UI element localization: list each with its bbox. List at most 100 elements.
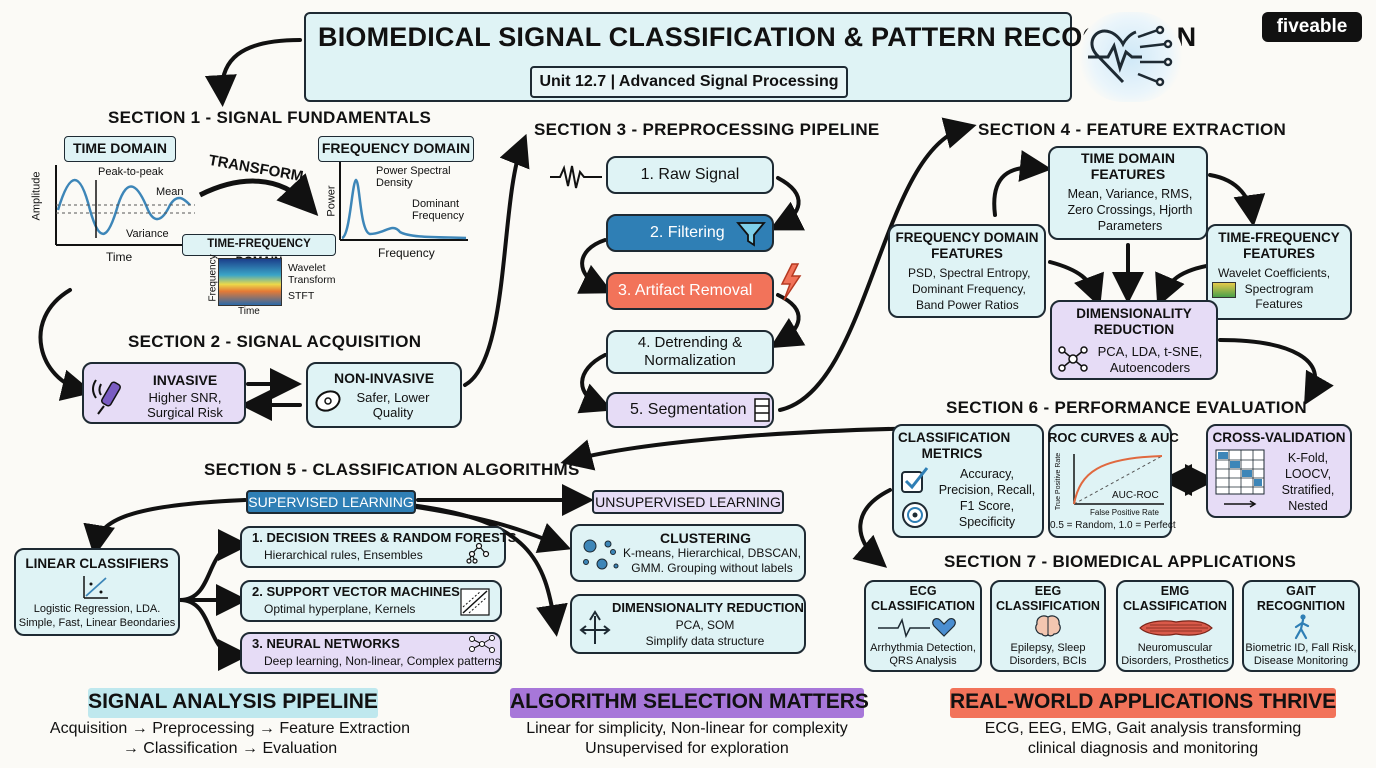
label-variance: Variance: [126, 228, 169, 240]
dimensionality-reduction-unsup-card[interactable]: [570, 594, 806, 654]
ecg-text: Arrhythmia Detection, QRS Analysis: [870, 642, 976, 667]
hyperplane-icon: [460, 588, 490, 616]
scatter-line-icon: [83, 576, 108, 599]
cluster-text: K-means, Hierarchical, DBSCAN, GMM. Grou…: [622, 546, 802, 575]
dimensionality-reduction-card[interactable]: [1050, 300, 1218, 380]
spectrogram-image: [218, 258, 282, 306]
segments-icon: [754, 398, 770, 422]
dt-text: Hierarchical rules, Ensembles: [264, 548, 423, 562]
dim-title: DIMENSIONALITY REDUCTION: [1076, 306, 1192, 337]
step-segmentation[interactable]: [606, 392, 774, 428]
gait-text: Biometric ID, Fall Risk, Disease Monitor…: [1245, 642, 1357, 667]
footer-card-pipeline-title-bg: [88, 688, 378, 718]
label-psd: Power Spectral Density: [376, 165, 451, 189]
label-dominant-frequency: Dominant Frequency: [412, 198, 464, 222]
step-segmentation-label: 5. Segmentation: [630, 401, 747, 418]
footer-card-applications-title-bg: [950, 688, 1336, 718]
freq-feature-1: PSD, Spectral Entropy,: [908, 266, 1031, 280]
noninvasive-card[interactable]: [306, 362, 462, 428]
section6-title: SECTION 6 - PERFORMANCE EVALUATION: [946, 398, 1307, 417]
step-detrending[interactable]: [606, 330, 774, 374]
footer-algorithm-title: ALGORITHM SELECTION MATTERS: [510, 690, 869, 713]
linear-title: LINEAR CLASSIFIERS: [25, 556, 169, 571]
time-frequency-domain-label: TIME-FREQUENCY DOMAIN: [182, 234, 336, 268]
neural-net-icon: [469, 635, 495, 653]
ecg-heart-icon: [878, 617, 956, 639]
linear-text: Logistic Regression, LDA. Simple, Fast, …: [18, 603, 176, 629]
roc-curves-card[interactable]: [1048, 424, 1172, 538]
section5-title: SECTION 5 - CLASSIFICATION ALGORITHMS: [204, 460, 580, 479]
step-filtering-label: 2. Filtering: [650, 224, 725, 241]
neural-networks-card[interactable]: [240, 632, 502, 674]
unsupervised-learning-tag[interactable]: [592, 490, 784, 514]
footer-applications-title: REAL-WORLD APPLICATIONS THRIVE: [950, 690, 1337, 713]
section4-title: SECTION 4 - FEATURE EXTRACTION: [978, 120, 1287, 139]
noninvasive-text: Safer, Lower Quality: [356, 390, 430, 420]
supervised-learning-tag[interactable]: [246, 490, 416, 514]
nn-title: 3. NEURAL NETWORKS: [252, 636, 400, 651]
label-wavelet: Wavelet Transform: [288, 262, 336, 286]
dr-text1: PCA, SOM: [675, 618, 735, 632]
section3-title: SECTION 3 - PREPROCESSING PIPELINE: [534, 120, 880, 139]
brand-logo[interactable]: fiveable: [1262, 12, 1362, 42]
time-domain-label: TIME DOMAIN: [64, 136, 176, 162]
label-peak-to-peak: Peak-to-peak: [98, 166, 164, 178]
ecg-card[interactable]: [864, 580, 982, 672]
tf-features-title: TIME-FREQUENCY FEATURES: [1218, 230, 1340, 261]
footer-card-algorithm-title-bg: [510, 688, 864, 718]
split-arrows-icon: [579, 610, 611, 644]
clustering-card[interactable]: [570, 524, 806, 582]
svm-title: 2. SUPPORT VECTOR MACHINES: [252, 584, 460, 599]
step-artifact-removal-label: 3. Artifact Removal: [618, 282, 753, 299]
step-detrending-label: 4. Detrending & Normalization: [637, 334, 743, 369]
roc-auc: AUC-ROC: [1112, 490, 1159, 501]
metrics-title: CLASSIFICATION METRICS: [898, 430, 1011, 461]
unsupervised-label: UNSUPERVISED LEARNING: [595, 494, 781, 510]
eeg-text: Epilepsy, Sleep Disorders, BCIs: [1009, 642, 1087, 667]
nn-text: Deep learning, Non-linear, Complex patte…: [264, 654, 501, 668]
checkbox-icon: [901, 467, 929, 493]
spectrogram-mini-icon: [1212, 282, 1236, 298]
tree-icon: [466, 542, 490, 564]
svm-text: Optimal hyperplane, Kernels: [264, 602, 416, 616]
dr-title: DIMENSIONALITY REDUCTION: [612, 600, 804, 615]
step-raw-signal-label: 1. Raw Signal: [640, 166, 740, 183]
subtitle: Unit 12.7 | Advanced Signal Processing: [539, 73, 839, 90]
roc-note: 0.5 = Random, 1.0 = Perfect: [1050, 520, 1176, 531]
cluster-title: CLUSTERING: [660, 530, 751, 546]
target-icon: [902, 502, 928, 528]
emg-text: Neuromuscular Disorders, Prosthetics: [1121, 642, 1229, 667]
axis-tf-frequency: Frequency: [207, 254, 219, 302]
time-features-title: TIME DOMAIN FEATURES: [1080, 150, 1176, 182]
frequency-domain-plot: [339, 162, 468, 241]
frequency-domain-features-card[interactable]: [888, 224, 1046, 318]
tf-feature-1: Wavelet Coefficients,: [1218, 266, 1331, 280]
axis-time: Time: [106, 250, 133, 264]
metrics-text: Accuracy, Precision, Recall, F1 Score, S…: [938, 467, 1036, 529]
decision-trees-card[interactable]: [240, 526, 506, 568]
time-domain-features-card[interactable]: [1048, 146, 1208, 240]
footer-applications-line2: clinical diagnosis and monitoring: [1027, 740, 1259, 757]
footer-algorithm-line2: Unsupervised for exploration: [585, 740, 789, 757]
axis-power: Power: [325, 185, 338, 217]
brain-icon: [1035, 615, 1061, 637]
step-raw-signal[interactable]: [606, 156, 774, 194]
raw-signal-icon: [550, 164, 602, 189]
axis-amplitude: Amplitude: [30, 171, 43, 221]
dim-text: PCA, LDA, t-SNE, Autoencoders: [1097, 344, 1203, 375]
time-frequency-features-card[interactable]: [1206, 224, 1352, 320]
linear-classifiers-card[interactable]: [14, 548, 180, 636]
footer-pipeline-line1: Acquisition → Preprocessing → Feature Ex…: [49, 720, 411, 737]
step-artifact-removal[interactable]: [606, 272, 774, 310]
roc-plot: [1073, 454, 1164, 505]
time-domain-plot: [55, 165, 195, 246]
axis-frequency: Frequency: [378, 246, 435, 260]
section7-title: SECTION 7 - BIOMEDICAL APPLICATIONS: [944, 552, 1297, 571]
svm-card[interactable]: [240, 580, 502, 622]
probe-icon: [92, 379, 121, 415]
walking-person-icon: [1294, 614, 1310, 640]
cv-title: CROSS-VALIDATION: [1212, 430, 1346, 445]
main-title: BIOMEDICAL SIGNAL CLASSIFICATION & PATTE…: [318, 22, 1197, 52]
footer-algorithm-line1: Linear for simplicity, Non-linear for co…: [526, 720, 848, 737]
